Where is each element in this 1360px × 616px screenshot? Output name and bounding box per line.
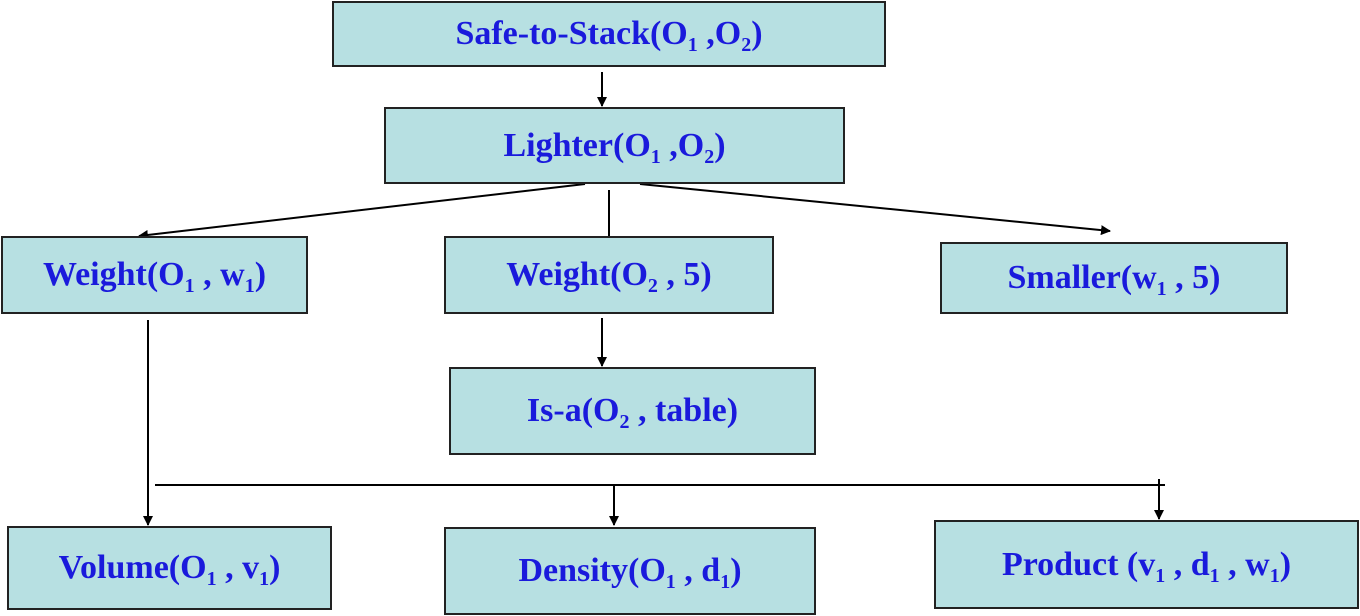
node-safe-to-stack: Safe-to-Stack(O1 ,O2) [332,1,886,67]
node-lighter-label: Lighter(O1 ,O2) [503,126,726,168]
node-volume: Volume(O1 , v1) [7,526,332,610]
arrow-lighter-to-smaller [639,183,1111,236]
node-product-label: Product (v1 , d1 , w1) [1001,545,1292,587]
node-lighter: Lighter(O1 ,O2) [384,107,845,184]
node-weight-o1: Weight(O1 , w1) [1,236,308,314]
node-smaller-label: Smaller(w1 , 5) [1007,259,1221,300]
node-is-a: Is-a(O2 , table) [449,367,816,455]
node-weight-o2: Weight(O2 , 5) [444,236,774,314]
node-density: Density(O1 , d1) [444,527,816,615]
node-smaller: Smaller(w1 , 5) [940,242,1288,314]
node-density-label: Density(O1 , d1) [518,552,742,593]
arrow-lighter-to-weight-o1 [138,183,586,240]
node-safe-to-stack-label: Safe-to-Stack(O1 ,O2) [455,15,763,56]
node-is-a-label: Is-a(O2 , table) [526,392,739,433]
node-weight-o2-label: Weight(O2 , 5) [506,256,712,297]
node-product: Product (v1 , d1 , w1) [934,520,1359,609]
node-weight-o1-label: Weight(O1 , w1) [42,256,267,297]
node-volume-label: Volume(O1 , v1) [58,549,281,590]
